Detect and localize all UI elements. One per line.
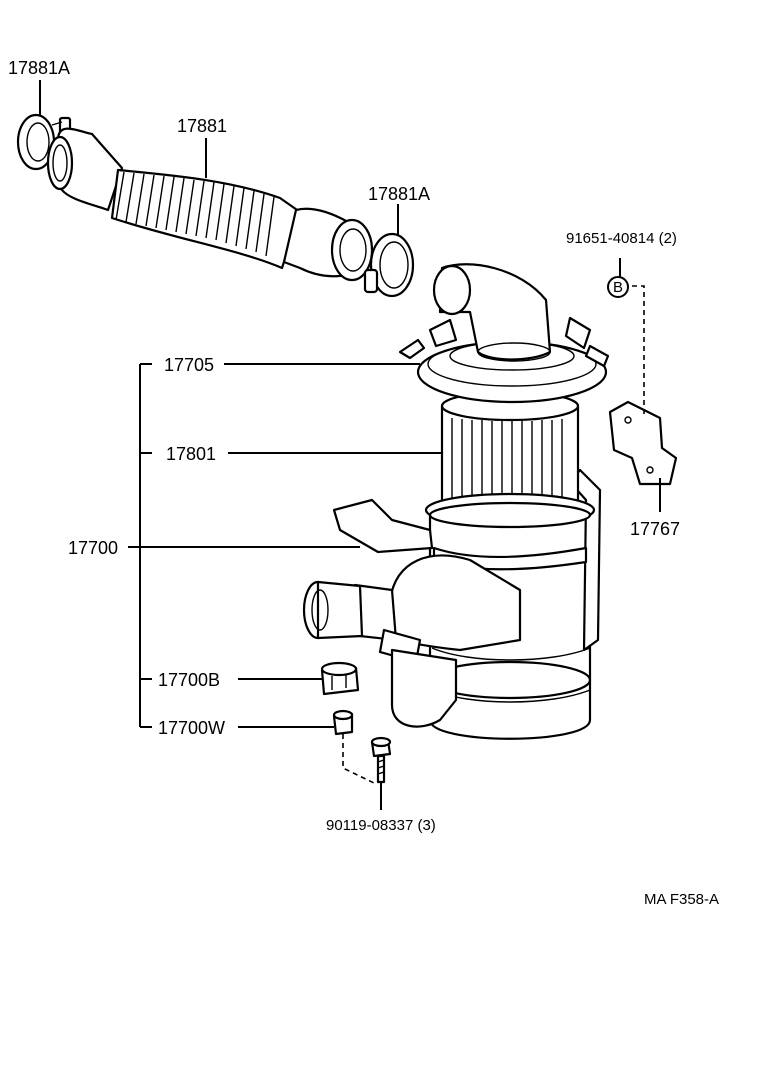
label-17700: 17700 [68,538,118,558]
label-17881: 17881 [177,116,227,136]
label-17881a-top: 17881A [8,58,70,78]
dashed-guides [342,285,645,785]
svg-text:B: B [613,279,623,296]
label-17767: 17767 [630,519,680,539]
intake-hose [46,127,374,282]
collar [332,709,354,736]
label-17801: 17801 [166,444,216,464]
leader-lines [39,80,661,810]
bolt-b-marker: B [607,276,629,298]
label-90119: 90119-08337 (3) [326,817,436,834]
label-17700b: 17700B [158,670,220,690]
grommet [320,661,360,696]
bottom-bolt [370,736,392,784]
label-17705: 17705 [164,355,214,375]
label-17881a-right: 17881A [368,184,430,204]
air-cleaner-assembly [302,263,610,740]
clamp-right [363,232,415,298]
figure-code: MA F358-A [644,891,719,908]
label-91651: 91651-40814 (2) [566,230,677,247]
label-17700w: 17700W [158,718,225,738]
mounting-bracket [608,400,678,486]
